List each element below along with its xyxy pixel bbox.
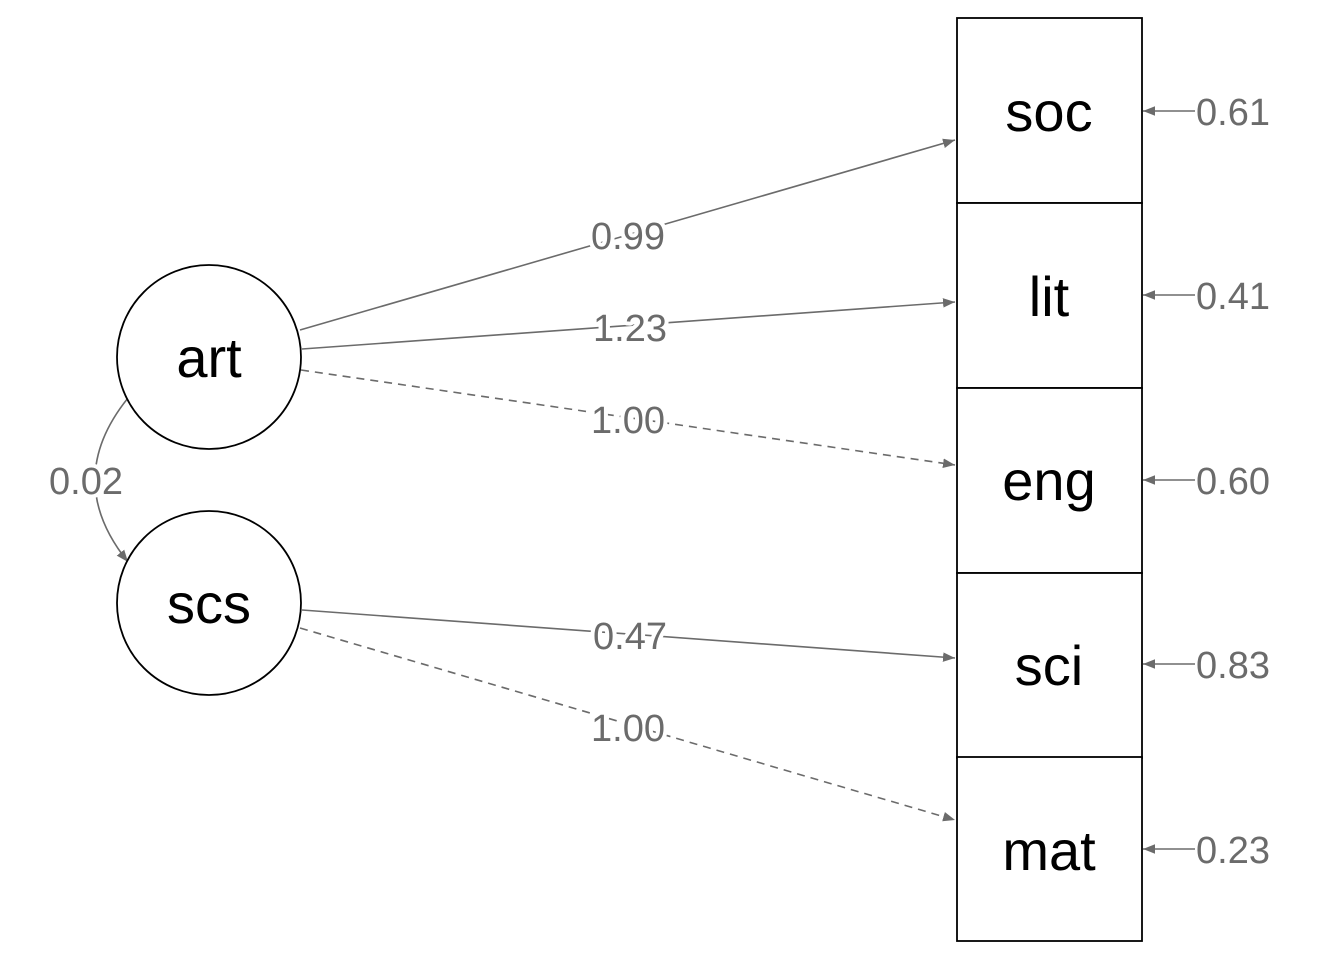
loading-label-art-lit: 1.23 xyxy=(593,308,667,350)
observed-label-sci: sci xyxy=(1015,634,1083,697)
edge-art-eng xyxy=(300,369,956,469)
latent-node-art xyxy=(116,264,302,450)
loading-label-scs-mat: 1.00 xyxy=(591,708,665,750)
covariance-arc xyxy=(94,385,140,563)
observed-node-sci xyxy=(956,572,1143,759)
observed-node-mat xyxy=(956,756,1143,942)
latent-label-art: art xyxy=(176,326,242,389)
loading-label-scs-sci: 0.47 xyxy=(593,616,667,658)
residual-label-soc: 0.61 xyxy=(1196,92,1270,134)
edge-scs-mat xyxy=(299,627,956,822)
residual-label-mat: 0.23 xyxy=(1196,830,1270,872)
observed-label-soc: soc xyxy=(1005,80,1092,143)
observed-label-eng: eng xyxy=(1002,449,1095,512)
residual-label-eng: 0.60 xyxy=(1196,461,1270,503)
latent-node-scs xyxy=(116,510,302,696)
observed-label-lit: lit xyxy=(1029,265,1070,328)
loading-label-art-eng: 1.00 xyxy=(591,400,665,442)
residual-label-lit: 0.41 xyxy=(1196,276,1270,318)
latent-label-scs: scs xyxy=(167,572,251,635)
edge-scs-sci xyxy=(301,609,956,662)
loading-label-art-soc: 0.99 xyxy=(591,216,665,258)
edge-art-lit xyxy=(301,298,956,350)
observed-node-soc xyxy=(956,17,1143,204)
residual-label-sci: 0.83 xyxy=(1196,645,1270,687)
observed-label-mat: mat xyxy=(1002,819,1096,882)
edge-art-soc xyxy=(299,138,956,331)
covariance-label: 0.02 xyxy=(49,461,123,503)
